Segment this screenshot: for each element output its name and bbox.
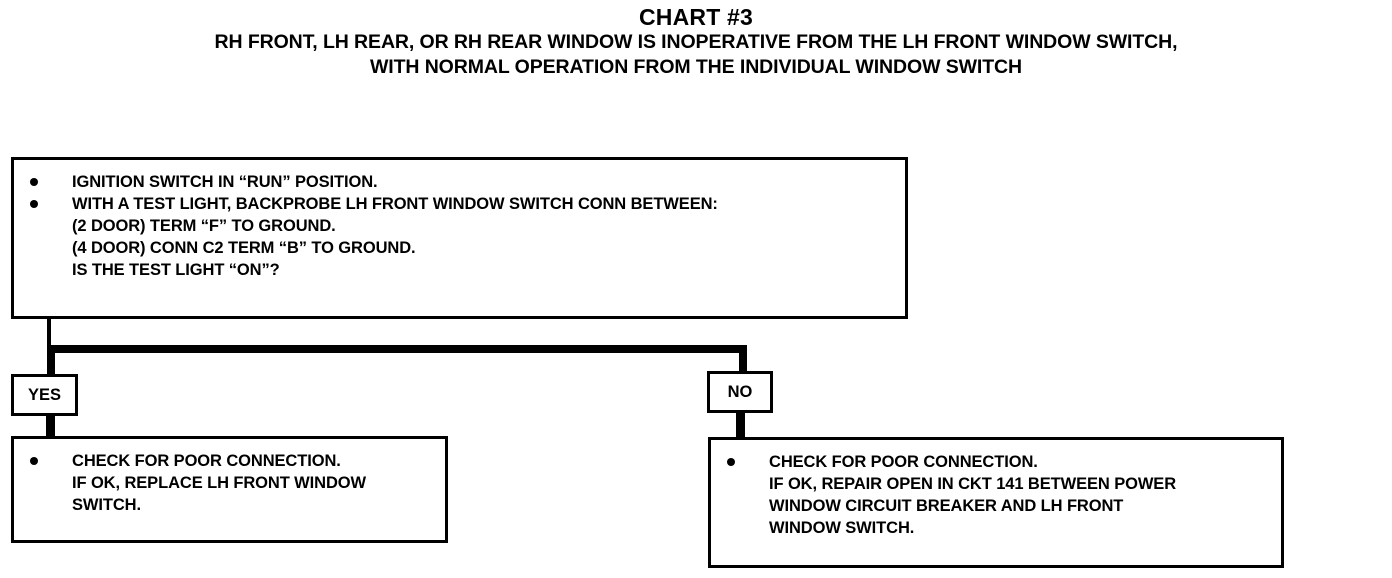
branch-label-no: NO [707,371,773,413]
chart-subtitle-line-1: RH FRONT, LH REAR, OR RH REAR WINDOW IS … [214,31,1178,53]
test-step-box-body: IGNITION SWITCH IN “RUN” POSITION. WITH … [30,171,899,281]
result-box-no-body: CHECK FOR POOR CONNECTION. IF OK, REPAIR… [727,451,1275,539]
result-no-line-2: IF OK, REPAIR OPEN IN CKT 141 BETWEEN PO… [769,475,1177,493]
page-title: CHART #3 [638,4,754,30]
test-step-line-2door: (2 DOOR) TERM “F” TO GROUND. [72,217,336,235]
result-no-line-3: WINDOW CIRCUIT BREAKER AND LH FRONT [769,497,1124,515]
branch-label-no-text: NO [727,382,753,401]
test-step-bullet-1: IGNITION SWITCH IN “RUN” POSITION. [30,171,899,193]
test-step-line-4door: (4 DOOR) CONN C2 TERM “B” TO GROUND. [72,239,416,257]
branch-label-yes-text: YES [27,385,62,404]
chart-title-block: CHART #3 RH FRONT, LH REAR, OR RH REAR W… [0,4,1392,80]
bullet-dot-icon [727,458,735,466]
test-step-bullet-2-text: WITH A TEST LIGHT, BACKPROBE LH FRONT WI… [72,195,718,213]
result-no-line-4: WINDOW SWITCH. [769,519,915,537]
result-box-no: CHECK FOR POOR CONNECTION. IF OK, REPAIR… [708,437,1284,568]
test-step-bullet-2: WITH A TEST LIGHT, BACKPROBE LH FRONT WI… [30,193,899,215]
result-box-yes: CHECK FOR POOR CONNECTION. IF OK, REPLAC… [11,436,448,543]
result-yes-line-2: IF OK, REPLACE LH FRONT WINDOW [72,474,366,492]
result-yes-bullet-1: CHECK FOR POOR CONNECTION. [30,450,439,472]
bullet-dot-icon [30,457,38,465]
connector-horizontal-bus [47,345,747,353]
test-step-box: IGNITION SWITCH IN “RUN” POSITION. WITH … [11,157,908,319]
result-box-yes-body: CHECK FOR POOR CONNECTION. IF OK, REPLAC… [30,450,439,516]
chart-subtitle-line-2: WITH NORMAL OPERATION FROM THE INDIVIDUA… [369,56,1023,78]
connector-top-stub [47,316,51,348]
test-step-question: IS THE TEST LIGHT “ON”? [72,261,280,279]
connector-bus-to-no [739,345,747,373]
result-yes-bullet-1-text: CHECK FOR POOR CONNECTION. [72,452,341,470]
test-step-bullet-1-text: IGNITION SWITCH IN “RUN” POSITION. [72,173,378,191]
connector-yes-to-left-result [46,414,55,438]
result-yes-line-3: SWITCH. [72,496,141,514]
connector-no-to-right-result [736,411,745,439]
bullet-dot-icon [30,178,38,186]
branch-label-yes: YES [11,374,78,416]
result-no-bullet-1-text: CHECK FOR POOR CONNECTION. [769,453,1038,471]
connector-bus-to-yes [47,345,55,376]
bullet-dot-icon [30,200,38,208]
result-no-bullet-1: CHECK FOR POOR CONNECTION. [727,451,1275,473]
